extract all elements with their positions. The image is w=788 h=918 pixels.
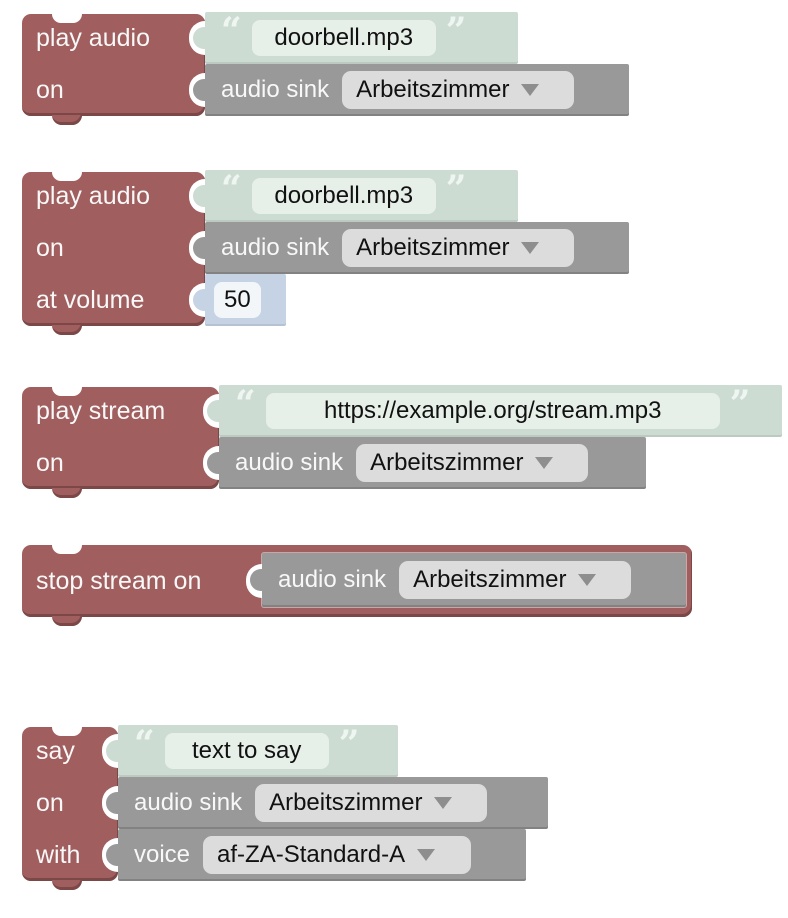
audio-sink-label: audio sink — [235, 449, 344, 476]
previous-connector-notch — [52, 14, 82, 23]
audio-sink-block[interactable]: audio sink Arbeitszimmer — [106, 777, 548, 829]
open-quote-icon: “ — [134, 723, 155, 765]
audio-sink-block[interactable]: audio sink Arbeitszimmer — [207, 437, 646, 489]
voice-block[interactable]: voice af-ZA-Standard-A — [106, 829, 526, 881]
value-connector-tab — [106, 740, 119, 762]
close-quote-icon: ” — [445, 10, 467, 52]
dropdown-arrow-icon — [521, 242, 540, 254]
string-value-block[interactable]: “ doorbell.mp3 ” — [193, 10, 518, 64]
dropdown-arrow-icon — [434, 797, 453, 809]
string-input-field[interactable]: doorbell.mp3 — [251, 20, 436, 56]
block-label: stop stream on — [36, 567, 202, 595]
string-value-block[interactable]: “ doorbell.mp3 ” — [193, 168, 518, 222]
audio-sink-block[interactable]: audio sink Arbeitszimmer — [193, 64, 629, 116]
value-connector-tab — [193, 289, 206, 311]
close-quote-icon: ” — [729, 383, 751, 425]
next-connector-tab — [52, 616, 82, 626]
statement-block-play-audio[interactable]: play audio on — [22, 14, 205, 125]
block-label: on — [36, 234, 64, 262]
close-quote-icon: ” — [338, 723, 360, 765]
value-connector-tab — [106, 844, 119, 866]
audio-sink-dropdown[interactable]: Arbeitszimmer — [255, 784, 488, 822]
previous-connector-notch — [52, 727, 82, 736]
close-quote-icon: ” — [445, 168, 467, 210]
voice-dropdown[interactable]: af-ZA-Standard-A — [203, 836, 472, 874]
audio-sink-dropdown[interactable]: Arbeitszimmer — [342, 229, 575, 267]
block-group-play-audio-volume[interactable]: play audio on at volume “ doorbell.mp3 ”… — [22, 170, 632, 342]
voice-label: voice — [134, 841, 191, 868]
string-value-block[interactable]: “ https://example.org/stream.mp3 ” — [207, 383, 782, 437]
block-label: play stream — [36, 397, 166, 425]
open-quote-icon: “ — [221, 168, 242, 210]
volume-input-field[interactable]: 50 — [214, 282, 261, 318]
audio-sink-block[interactable]: audio sink Arbeitszimmer — [193, 222, 629, 274]
dropdown-value: Arbeitszimmer — [356, 76, 510, 103]
string-value-block[interactable]: “ text to say ” — [106, 723, 398, 777]
block-label: with — [36, 841, 81, 869]
dropdown-arrow-icon — [417, 849, 436, 861]
block-label: play audio — [36, 182, 150, 210]
dropdown-arrow-icon — [535, 457, 554, 469]
open-quote-icon: “ — [221, 10, 242, 52]
dropdown-value: af-ZA-Standard-A — [217, 841, 406, 868]
value-connector-tab — [106, 792, 119, 814]
audio-sink-label: audio sink — [221, 76, 330, 103]
value-connector-tab — [193, 185, 206, 207]
number-value-block[interactable]: 50 — [193, 274, 286, 326]
dropdown-value: Arbeitszimmer — [356, 234, 510, 261]
audio-sink-dropdown[interactable]: Arbeitszimmer — [399, 561, 632, 599]
string-input-field[interactable]: doorbell.mp3 — [251, 178, 436, 214]
dropdown-arrow-icon — [521, 84, 540, 96]
audio-sink-block[interactable]: audio sink Arbeitszimmer — [250, 553, 686, 607]
block-label: on — [36, 789, 64, 817]
previous-connector-notch — [52, 172, 82, 181]
next-connector-tab — [52, 325, 82, 335]
previous-connector-notch — [52, 387, 82, 396]
value-connector-tab — [207, 400, 220, 422]
block-label: at volume — [36, 286, 145, 314]
block-label: on — [36, 449, 64, 477]
block-group-stop-stream[interactable]: stop stream on audio sink Arbeitszimmer — [22, 545, 712, 637]
statement-block-say[interactable]: say on with — [22, 727, 118, 890]
value-connector-tab — [193, 237, 206, 259]
audio-sink-dropdown[interactable]: Arbeitszimmer — [356, 444, 589, 482]
value-connector-tab — [193, 27, 206, 49]
dropdown-value: Arbeitszimmer — [370, 449, 524, 476]
dropdown-value: Arbeitszimmer — [269, 789, 423, 816]
value-connector-tab — [193, 79, 206, 101]
block-group-play-audio[interactable]: play audio on “ doorbell.mp3 ” audio sin… — [22, 12, 632, 132]
block-group-say[interactable]: say on with “ text to say ” audio sink A… — [22, 723, 548, 897]
dropdown-arrow-icon — [578, 574, 597, 586]
statement-block-play-stream[interactable]: play stream on — [22, 387, 219, 498]
string-input-field[interactable]: https://example.org/stream.mp3 — [265, 393, 720, 429]
block-label: play audio — [36, 24, 150, 52]
audio-sink-dropdown[interactable]: Arbeitszimmer — [342, 71, 575, 109]
audio-sink-label: audio sink — [221, 234, 330, 261]
block-label: on — [36, 76, 64, 104]
audio-sink-label: audio sink — [134, 789, 243, 816]
value-connector-tab — [250, 569, 263, 591]
audio-sink-label: audio sink — [278, 566, 387, 593]
next-connector-tab — [52, 115, 82, 125]
next-connector-tab — [52, 880, 82, 890]
block-label: say — [36, 737, 75, 765]
open-quote-icon: “ — [235, 383, 256, 425]
value-connector-tab — [207, 452, 220, 474]
dropdown-value: Arbeitszimmer — [413, 566, 567, 593]
next-connector-tab — [52, 488, 82, 498]
block-group-play-stream[interactable]: play stream on “ https://example.org/str… — [22, 385, 782, 505]
previous-connector-notch — [52, 545, 82, 554]
string-input-field[interactable]: text to say — [164, 733, 329, 769]
statement-block-play-audio[interactable]: play audio on at volume — [22, 172, 205, 335]
